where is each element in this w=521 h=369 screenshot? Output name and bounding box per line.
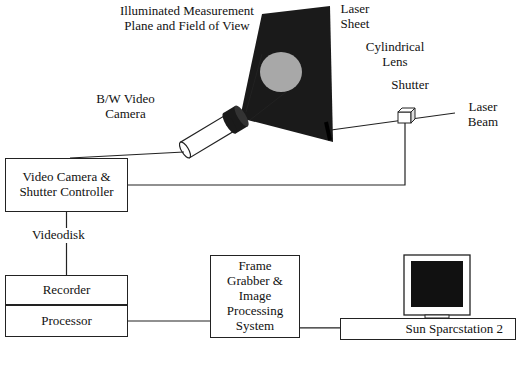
- cylindrical-lens: [326, 122, 330, 140]
- shutter-symbol: [398, 108, 415, 123]
- process-box: Frame Grabber & Image Processing System: [210, 255, 300, 338]
- box-text: Frame Grabber & Image Processing System: [217, 259, 293, 334]
- measurement-plane: [260, 52, 302, 92]
- box-text: Sun Sparcstation 2: [406, 322, 504, 337]
- part-label: Cylindrical Lens: [355, 40, 435, 69]
- connector: [66, 212, 67, 275]
- process-box: Processor: [5, 305, 128, 337]
- box-text: Processor: [41, 314, 92, 329]
- box-text: Recorder: [43, 283, 91, 298]
- part-label: Videodisk: [30, 228, 87, 243]
- process-box: Recorder: [5, 275, 128, 305]
- part-label: Laser Beam: [458, 100, 508, 129]
- monitor-symbol: [404, 255, 470, 318]
- view-line: [246, 54, 262, 112]
- laser-beam: [331, 113, 455, 130]
- shutter-cable: [128, 123, 405, 185]
- laser-sheet: [240, 6, 333, 142]
- part-label: Shutter: [380, 78, 440, 93]
- connector: [300, 327, 340, 328]
- part-label: Laser Sheet: [330, 2, 380, 31]
- video-camera: [176, 104, 251, 162]
- part-label: Illuminated Measurement Plane and Field …: [112, 4, 262, 33]
- process-box: Sun Sparcstation 2: [340, 318, 516, 340]
- connector: [128, 321, 210, 322]
- view-line: [250, 92, 286, 120]
- process-box: Video Camera & Shutter Controller: [5, 158, 128, 212]
- box-text: Video Camera & Shutter Controller: [12, 170, 121, 200]
- part-label: B/W Video Camera: [78, 92, 173, 121]
